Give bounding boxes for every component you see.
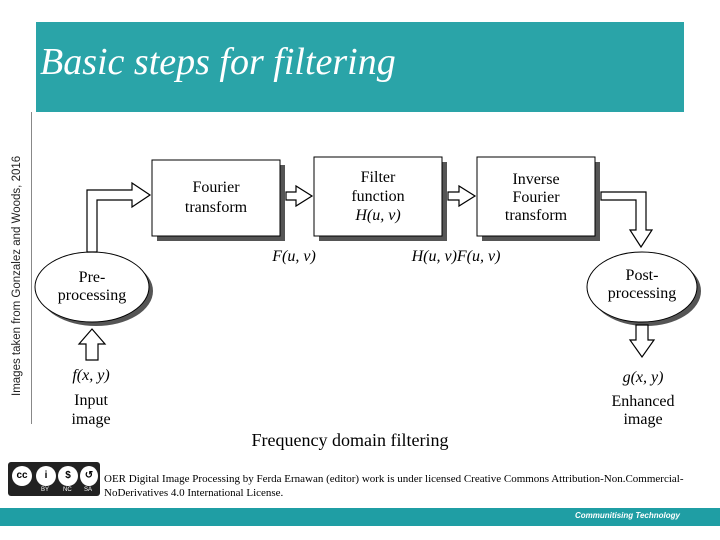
cc-icon: cc <box>12 466 32 486</box>
title-band <box>36 22 684 112</box>
inverse-to-post-arrow <box>600 191 654 249</box>
fourier-to-filter-arrow <box>285 184 314 208</box>
enhanced-line-1: Enhanced <box>611 393 674 410</box>
post-line-1: Post- <box>626 267 659 284</box>
frame-line <box>31 112 32 424</box>
inverse-fourier-box <box>476 156 596 237</box>
footer-band <box>0 508 720 526</box>
filter-line-2: function <box>351 188 404 205</box>
pre-line-2: processing <box>58 287 126 304</box>
hf-label: H(u, v)F(u, v) <box>411 248 501 265</box>
fxy-label: f(x, y) <box>72 367 109 384</box>
pre-line-1: Pre- <box>79 269 106 286</box>
by-label: BY <box>41 487 50 493</box>
filter-line-3: H(u, v) <box>354 207 400 224</box>
gxy-label: g(x, y) <box>623 369 664 386</box>
fourier-line-2: transform <box>185 199 248 216</box>
sa-icon: ↺ <box>80 466 98 486</box>
pre-to-fourier-arrow <box>86 181 152 253</box>
post-line-2: processing <box>608 285 676 302</box>
filter-function-box <box>313 156 443 237</box>
postprocessing-ellipse <box>586 251 698 323</box>
diagram-caption: Frequency domain filtering <box>251 430 449 450</box>
input-line-1: Input <box>74 392 108 409</box>
inverse-line-3: transform <box>505 207 568 224</box>
enhanced-line-2: image <box>623 411 662 428</box>
input-line-2: image <box>71 411 110 428</box>
nc-icon: $ <box>58 466 78 486</box>
output-arrow <box>628 324 656 359</box>
inverse-line-1: Inverse <box>512 171 559 188</box>
fourier-transform-box <box>151 159 281 237</box>
inverse-line-2: Fourier <box>512 189 560 206</box>
license-text: OER Digital Image Processing by Ferda Er… <box>104 473 684 499</box>
footer-tagline: Communitising Technology <box>574 511 680 520</box>
sa-label: SA <box>84 487 93 493</box>
filter-line-1: Filter <box>361 169 396 186</box>
slide-title: Basic steps for filtering <box>40 41 396 83</box>
fourier-line-1: Fourier <box>192 179 240 196</box>
nc-label: NC <box>63 487 72 493</box>
by-icon: i <box>36 466 56 486</box>
filter-to-inverse-arrow <box>447 184 477 208</box>
filtering-diagram: Fourier transform Filter function H(u, v… <box>34 156 701 428</box>
cc-license-badge[interactable]: cc i $ ↺ BY NC SA <box>8 462 100 496</box>
input-arrow <box>77 328 107 361</box>
fuv-label: F(u, v) <box>271 248 316 265</box>
